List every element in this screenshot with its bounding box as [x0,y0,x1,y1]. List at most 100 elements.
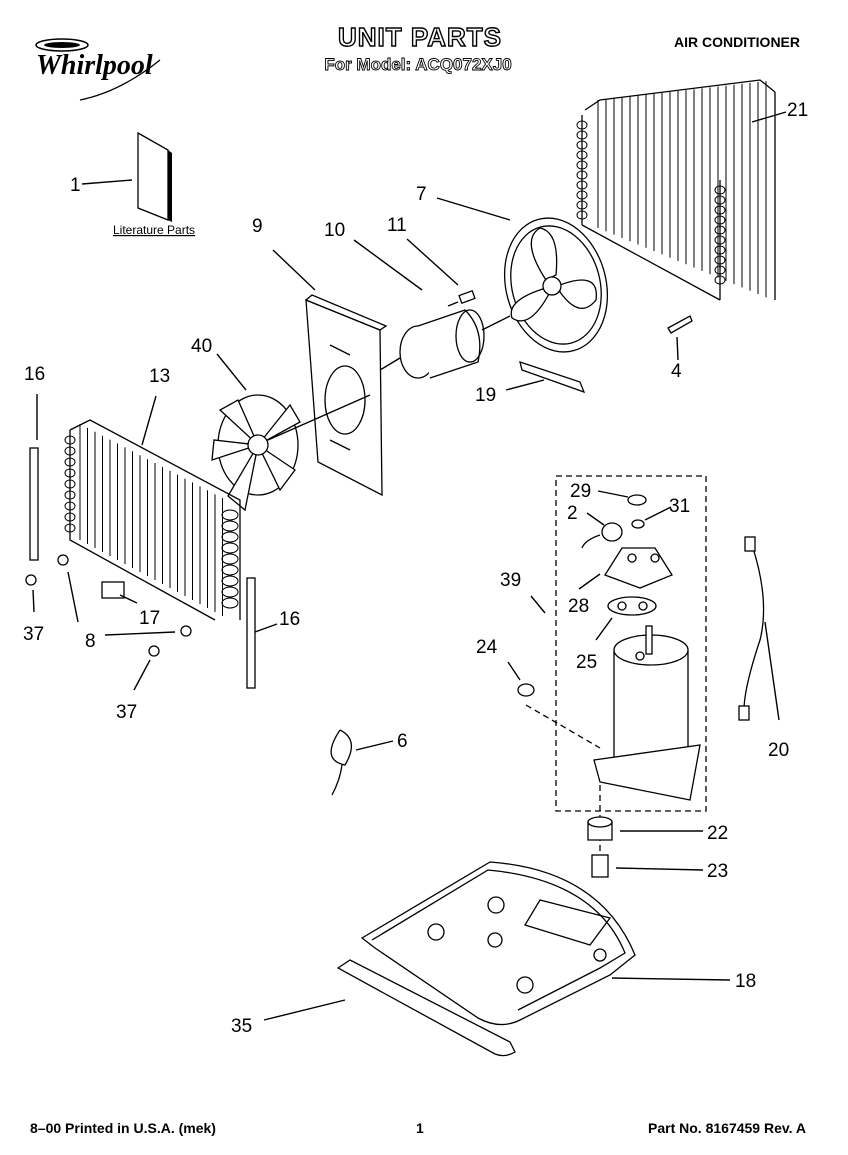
bend-21 [576,180,588,190]
callout-29: 29 [570,481,591,502]
callout-16a: 16 [24,364,45,385]
bend-21 [714,215,726,225]
model-line: For Model: ACQ072XJ0 [324,55,511,74]
seal-strip-16b [246,577,256,689]
literature-parts-icon [137,131,172,222]
callout-6: 6 [397,731,408,752]
footer-print-info: 8–00 Printed in U.S.A. (mek) [30,1120,216,1136]
overload-2 [581,522,623,549]
callout-13: 13 [149,366,170,387]
callout-25: 25 [576,652,597,673]
bend-21 [576,150,588,160]
footer-part-number: Part No. 8167459 Rev. A [648,1120,806,1136]
bend-21 [714,185,726,195]
callout-9: 9 [252,216,263,237]
callout-4: 4 [671,361,682,382]
condenser-fan-7 [503,217,609,353]
compressor-39 [593,625,701,801]
brand-logo: Whirlpool [35,38,161,101]
grommet-24 [517,683,601,749]
callout-19: 19 [475,385,496,406]
bend-13 [64,512,76,522]
bend-21 [576,160,588,170]
callout-37a: 37 [23,624,44,645]
callout-11: 11 [387,215,407,236]
callout-18: 18 [735,971,756,992]
nut-29 [627,494,647,506]
callout-20: 20 [768,740,789,761]
bend-13 [221,575,239,587]
base-pan-18 [360,861,636,1026]
callout-16b: 16 [279,609,300,630]
callout-21: 21 [787,100,808,121]
bend-13 [64,468,76,478]
callout-17: 17 [139,608,160,629]
page-title: UNIT PARTS [338,22,502,52]
callout-22: 22 [707,823,728,844]
bend-13 [64,435,76,445]
sleeve-23 [591,854,609,878]
callout-37b: 37 [116,702,137,723]
bend-13 [221,597,239,609]
literature-parts-label: Literature Parts [113,223,195,237]
gasket-25 [607,596,657,616]
bend-21 [576,130,588,140]
bend-13 [221,553,239,565]
bend-13 [221,564,239,576]
bend-13 [221,542,239,554]
evaporator-coil-13 [64,419,241,621]
bend-21 [576,210,588,220]
callout-2: 2 [567,503,578,524]
bend-13 [64,501,76,511]
callout-31: 31 [669,496,690,517]
bend-13 [221,520,239,532]
bend-21 [576,140,588,150]
callout-labels: 1 7 21 9 10 11 40 16 13 4 19 29 2 31 39 … [23,100,808,1037]
fan-motor-10 [379,309,511,379]
callout-35: 35 [231,1016,252,1037]
callout-28: 28 [568,596,589,617]
screw-37a [25,574,37,586]
callout-40: 40 [191,336,212,357]
bend-13 [64,446,76,456]
bend-21 [714,195,726,205]
bend-13 [64,479,76,489]
bend-21 [576,170,588,180]
bend-21 [714,245,726,255]
brand-name: Whirlpool [36,50,153,81]
leader-lines [32,111,787,1021]
footer-page-number: 1 [416,1120,424,1136]
bend-13 [221,531,239,543]
callout-23: 23 [707,861,728,882]
strap-19 [519,361,586,394]
callout-10: 10 [324,220,345,241]
bend-21 [576,120,588,130]
bend-13 [64,523,76,533]
grommet-8b [180,625,192,637]
wire-6 [330,729,352,796]
bend-21 [714,275,726,285]
bend-21 [576,200,588,210]
seal-strip-16a [29,447,39,561]
callout-1: 1 [70,175,81,196]
bend-13 [64,457,76,467]
bend-21 [576,190,588,200]
bend-21 [714,235,726,245]
bend-21 [714,225,726,235]
callout-8: 8 [85,631,96,652]
bend-13 [221,509,239,521]
blower-wheel-40 [211,394,371,512]
category-label: AIR CONDITIONER [674,34,800,50]
callout-39: 39 [500,570,521,591]
harness-20 [738,536,765,721]
screw-37b [148,645,160,657]
callout-24: 24 [476,637,498,658]
mount-22 [587,816,613,841]
compressor-assembly-box [555,475,707,812]
grommet-8a [57,554,69,566]
callout-7: 7 [416,184,427,205]
terminal-cover-28 [604,547,673,589]
fan-bracket-9 [304,294,388,497]
condenser-coil-21 [576,79,776,301]
